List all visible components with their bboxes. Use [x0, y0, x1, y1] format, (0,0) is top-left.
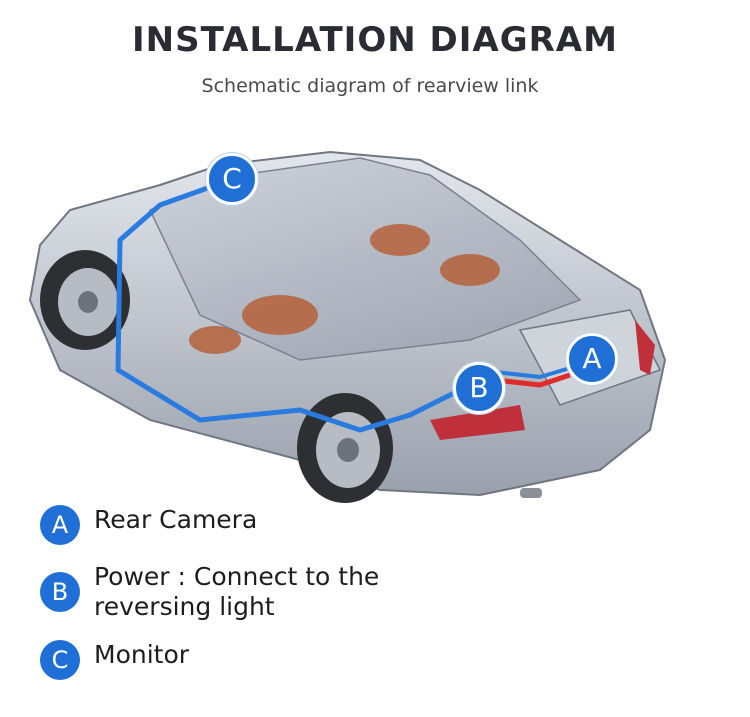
- legend-badge-a: A: [40, 505, 80, 545]
- car-illustration: [28, 150, 667, 503]
- legend-text-b: Power : Connect to the reversing light: [94, 562, 380, 621]
- exhaust: [520, 488, 542, 498]
- page-title: INSTALLATION DIAGRAM: [132, 20, 618, 60]
- wheel: [297, 393, 393, 503]
- legend-badge-b: B: [40, 572, 80, 612]
- page-subtitle: Schematic diagram of rearview link: [201, 75, 539, 97]
- legend-item-b: B Power : Connect to the reversing light: [40, 562, 394, 622]
- legend-text-c: Monitor: [94, 640, 190, 669]
- marker-c: C: [206, 153, 258, 205]
- tail-light: [430, 405, 525, 440]
- seat: [242, 295, 318, 335]
- seat: [370, 224, 430, 256]
- seat: [440, 254, 500, 286]
- marker-a: A: [566, 333, 618, 385]
- seat: [189, 326, 241, 354]
- legend-text-a: Rear Camera: [94, 505, 258, 534]
- wire-red: [494, 372, 571, 388]
- marker-b: B: [453, 362, 505, 414]
- tail-light: [635, 320, 655, 375]
- wire-blue: [115, 177, 472, 433]
- legend-item-c: C Monitor: [40, 640, 394, 680]
- wheel: [40, 250, 130, 350]
- car-diagram: C B A: [0, 130, 750, 530]
- legend-badge-c: C: [40, 640, 80, 680]
- legend-item-a: A Rear Camera: [40, 505, 394, 545]
- wire-blue: [494, 363, 581, 380]
